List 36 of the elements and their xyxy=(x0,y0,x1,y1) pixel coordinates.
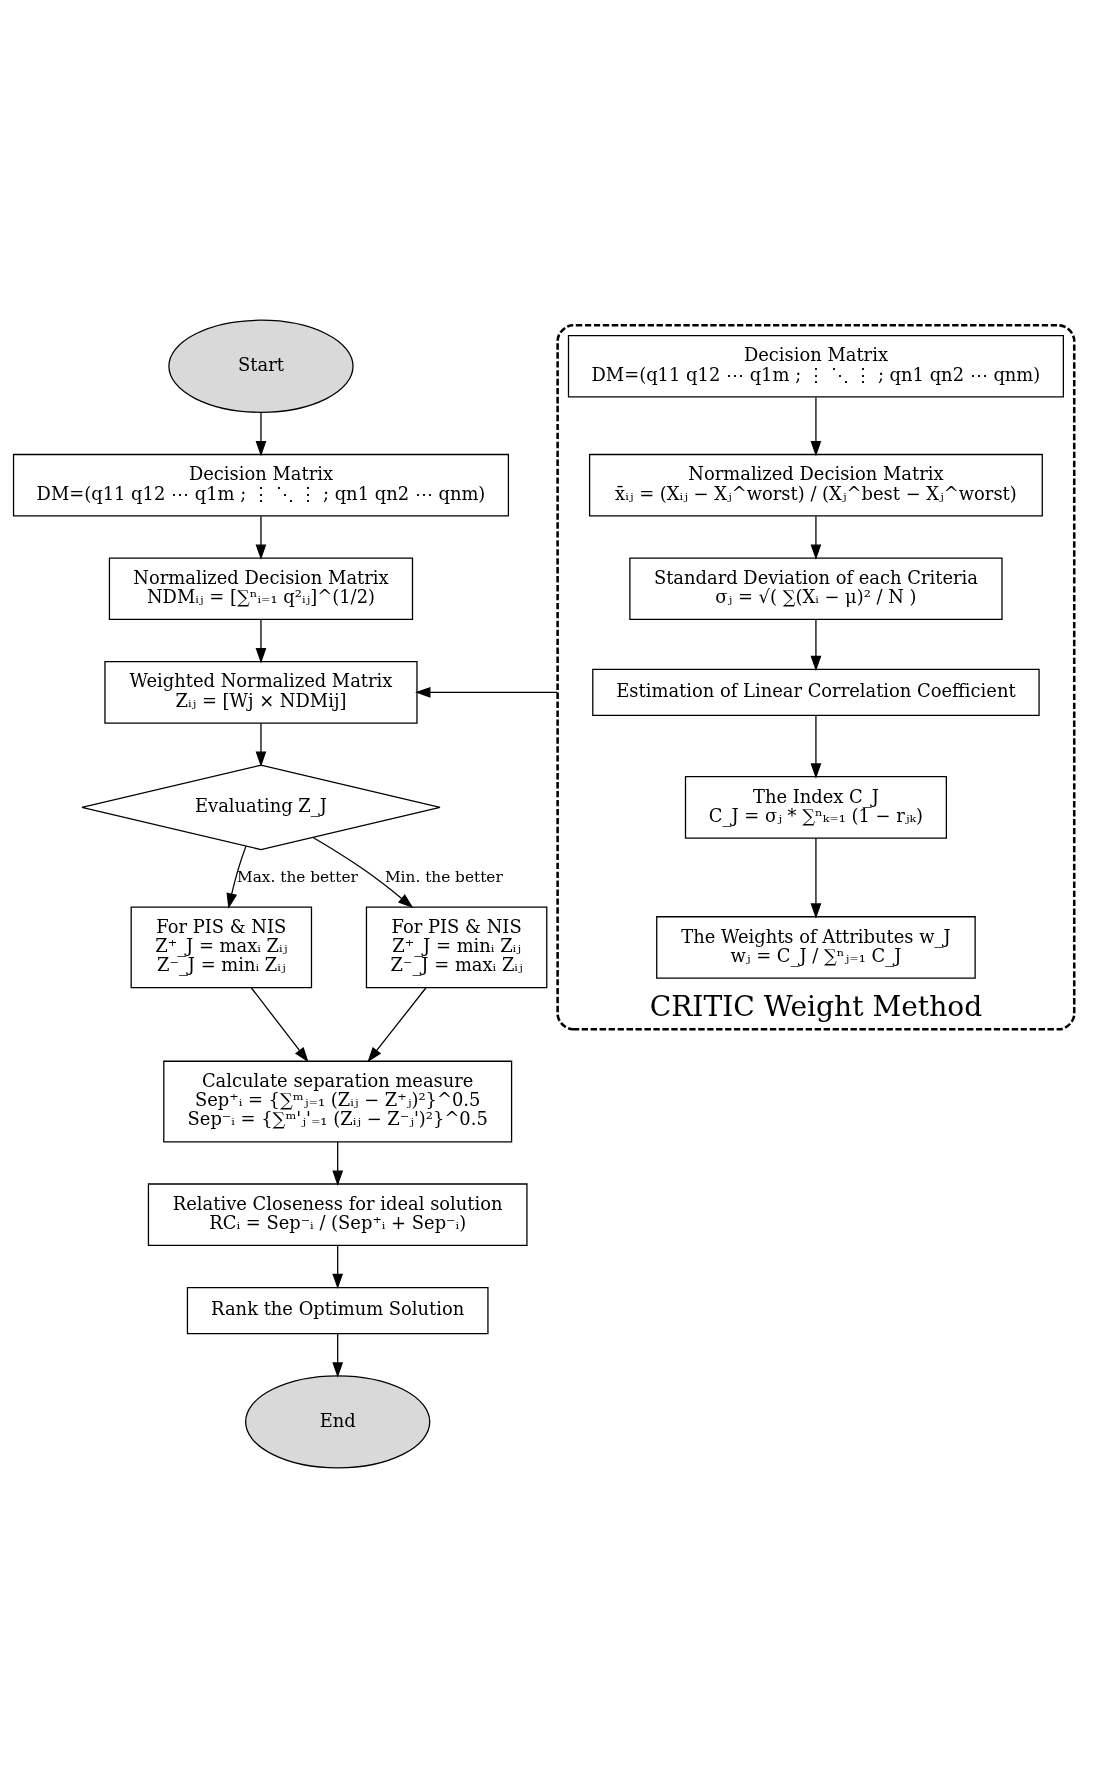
edge-label: Min. the better xyxy=(384,867,503,886)
arrow xyxy=(255,722,267,767)
node-box: The Weights of Attributes w_J wⱼ = C_J / ∑ⁿⱼ₌₁ C_J xyxy=(656,915,976,979)
node-box: Rank the Optimum Solution xyxy=(186,1286,489,1334)
node-box: Estimation of Linear Correlation Coefficient xyxy=(592,668,1040,716)
arrow xyxy=(415,686,559,698)
node-box: Normalized Decision Matrix NDMᵢⱼ = [∑ⁿᵢ₌₁ q²ᵢⱼ]^(1/2) xyxy=(108,556,414,620)
node-box: For PIS & NIS Z⁺_J = minᵢ Zᵢⱼ Z⁻_J = maxᵢ Zᵢⱼ xyxy=(365,906,548,988)
arrow xyxy=(810,396,822,456)
arrow xyxy=(810,515,822,560)
node-box: Standard Deviation of each Criteria σⱼ = √( ∑(Xᵢ − μ)² / N ) xyxy=(629,556,1003,620)
arrow xyxy=(367,986,427,1062)
node-box: For PIS & NIS Z⁺_J = maxᵢ Zᵢⱼ Z⁻_J = minᵢ Zᵢⱼ xyxy=(130,906,313,988)
arrow xyxy=(332,1140,344,1186)
arrow xyxy=(312,836,414,908)
arrow xyxy=(332,1244,344,1289)
node-box: The Index C_J C_J = σⱼ * ∑ⁿₖ₌₁ (1 − rⱼₖ) xyxy=(684,775,947,839)
arrow xyxy=(810,618,822,671)
arrow xyxy=(810,714,822,779)
node-diamond: Evaluating Z_J xyxy=(81,764,441,850)
node-box: Relative Closeness for ideal solution RCᵢ = Sep⁻ᵢ / (Sep⁺ᵢ + Sep⁻ᵢ) xyxy=(147,1182,528,1246)
arrow xyxy=(226,845,247,909)
edge-label: Max. the better xyxy=(237,867,358,886)
arrow xyxy=(255,618,267,663)
arrow xyxy=(255,515,267,560)
node-box: Calculate separation measure Sep⁺ᵢ = {∑ᵐⱼ₌₁ (Zᵢⱼ − Z⁺ⱼ)²}^0.5 Sep⁻ᵢ = {∑ᵐ'ⱼ'₌₁ (Zᵢⱼ − Z⁻ⱼ')²}^0.5 xyxy=(163,1060,513,1142)
arrow xyxy=(810,837,822,919)
node-ellipse: End xyxy=(245,1374,431,1469)
node-box: Decision Matrix DM=(q11 q12 ⋯ q1m ; ⋮ ⋱ ⋮ ; qn1 qn2 ⋯ qnm) xyxy=(12,453,510,516)
node-box: Decision Matrix DM=(q11 q12 ⋯ q1m ; ⋮ ⋱ ⋮ ; qn1 qn2 ⋯ qnm) xyxy=(567,334,1064,398)
arrow xyxy=(250,986,309,1062)
node-box: Normalized Decision Matrix x̄ᵢⱼ = (Xᵢⱼ − Xⱼ^worst) / (Xⱼ^best − Xⱼ^worst) xyxy=(588,453,1043,516)
node-ellipse: Start xyxy=(168,319,354,413)
arrow xyxy=(255,411,267,456)
node-box: Weighted Normalized Matrix Zᵢⱼ = [Wj × NDMij] xyxy=(104,660,418,724)
arrow xyxy=(332,1332,344,1378)
